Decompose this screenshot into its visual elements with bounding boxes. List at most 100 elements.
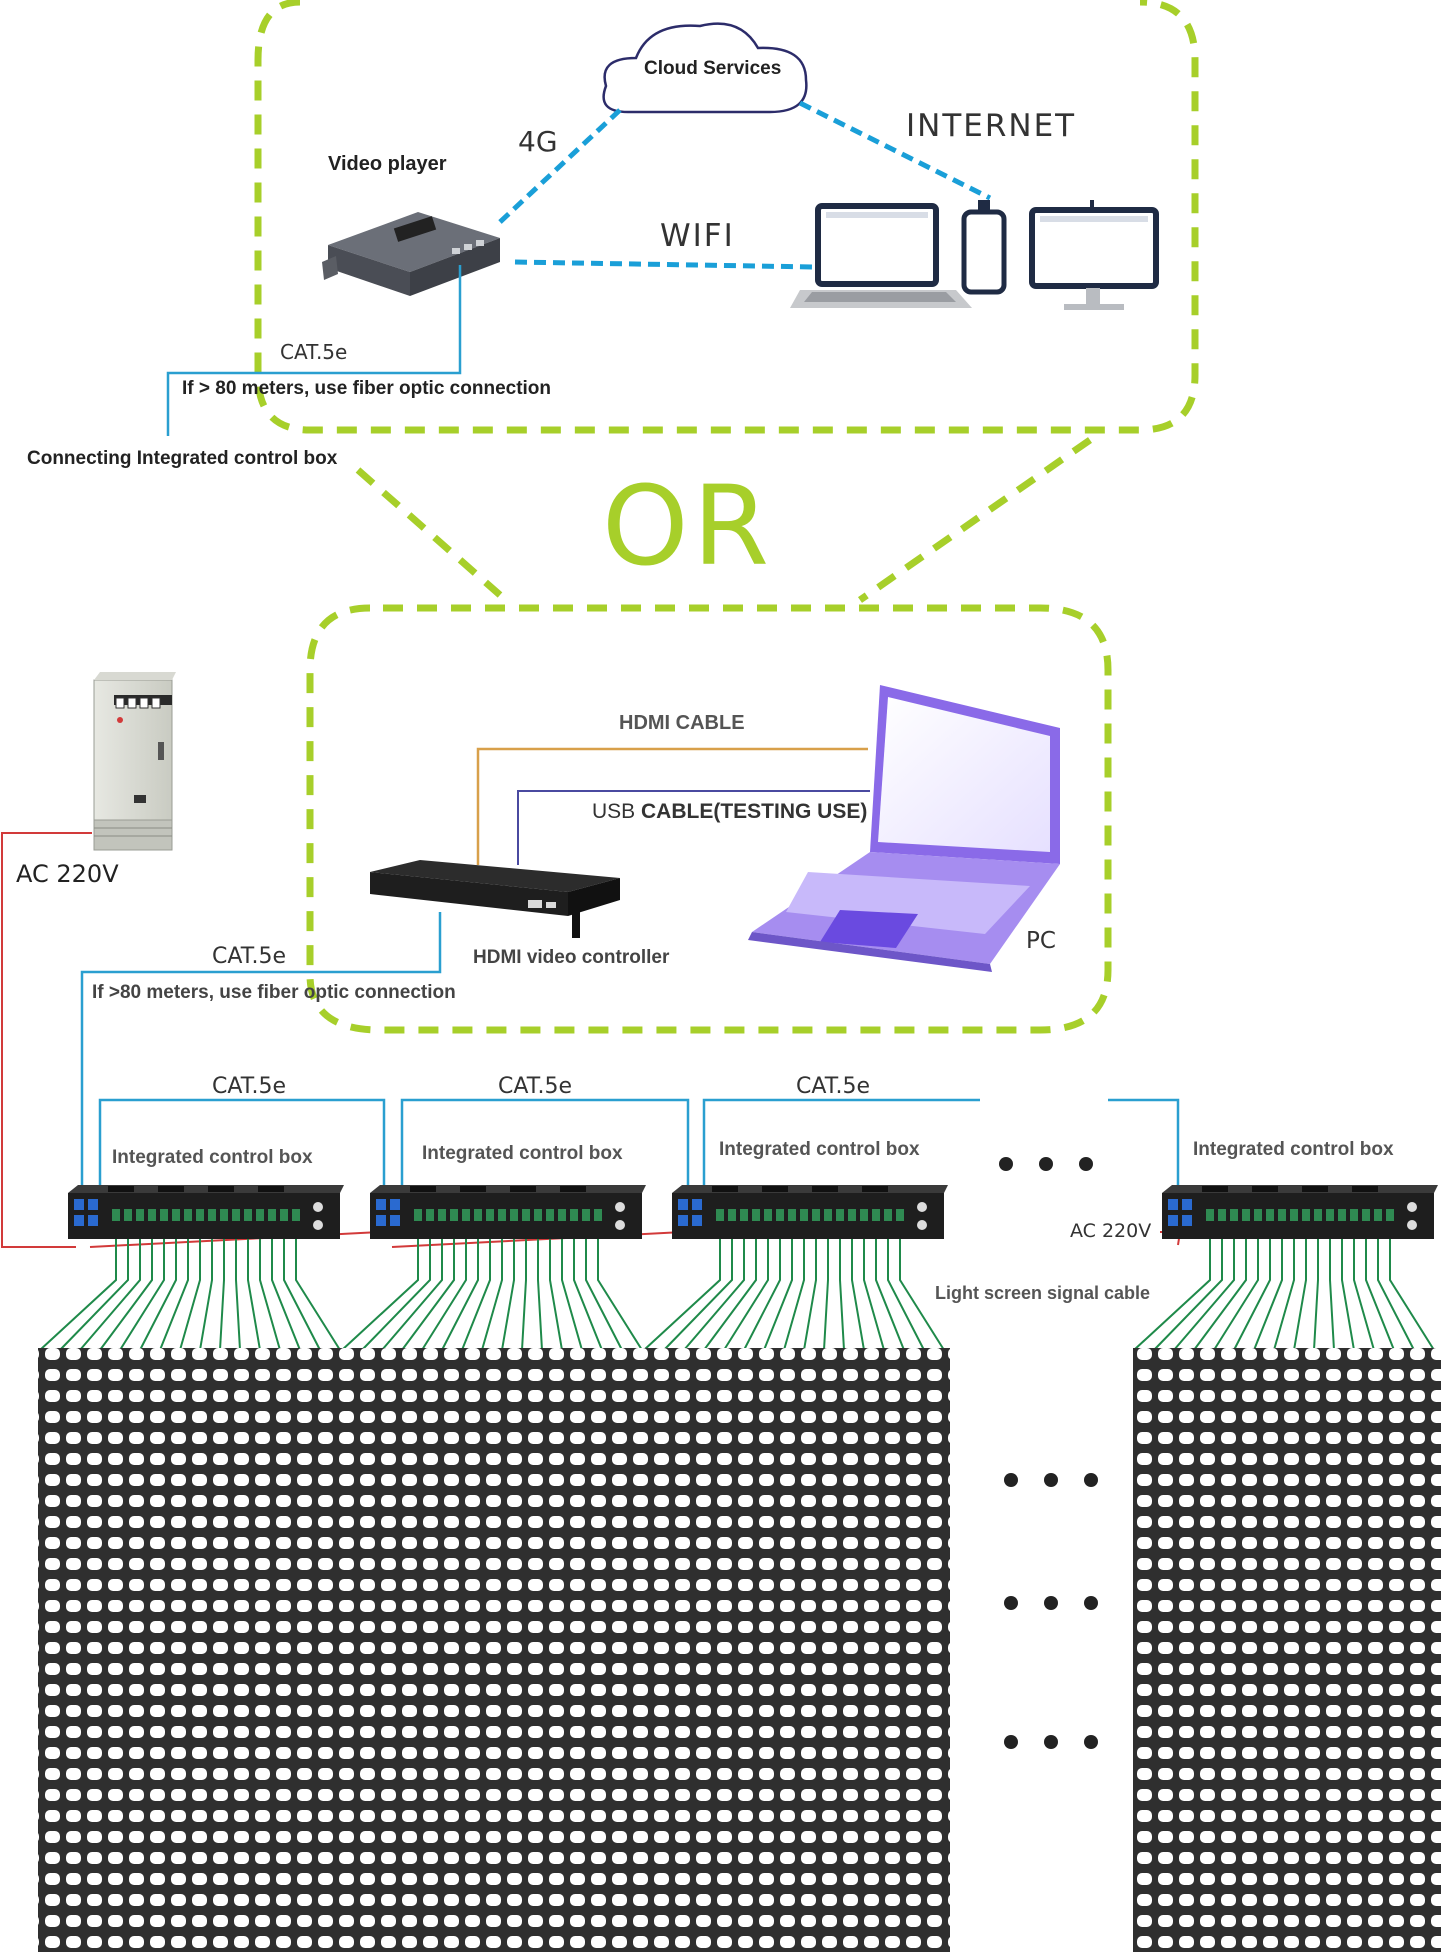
top-region-outline: [254, 0, 1199, 434]
usb-cable-label: USB CABLE(TESTING USE): [592, 800, 867, 824]
signal-cable: [159, 1239, 189, 1351]
signal-cable: [851, 1239, 865, 1351]
ac-label: AC 220V: [16, 860, 119, 888]
control-box-label: Integrated control box: [719, 1139, 920, 1160]
signal-cable: [139, 1239, 177, 1351]
signal-cable: [1341, 1239, 1355, 1351]
ac-power-line: [1, 832, 92, 1248]
signal-cable: [1233, 1239, 1271, 1351]
signal-cable: [199, 1239, 213, 1351]
chain-cables: [98, 1098, 1180, 1186]
signal-cable: [899, 1239, 945, 1351]
cloud-icon: [602, 22, 808, 114]
top-cat5e-label: CAT.5e: [280, 340, 348, 364]
signal-cable: [573, 1239, 603, 1351]
signal-cable: [783, 1239, 805, 1351]
signal-cable: [401, 1239, 455, 1351]
signal-cable: [1213, 1239, 1259, 1351]
control-box-icon: [68, 1185, 344, 1239]
signal-cable: [1389, 1239, 1435, 1351]
chain-cat5e-label: CAT.5e: [212, 1074, 287, 1099]
signal-cable: [247, 1239, 261, 1351]
hdmi-cable: [476, 747, 868, 865]
link-wifi: [514, 259, 816, 270]
signal-cable: [683, 1239, 745, 1351]
signal-cable: [1193, 1239, 1247, 1351]
signal-cable: [537, 1239, 543, 1351]
signal-cable: [1313, 1239, 1319, 1351]
signal-cable: [703, 1239, 757, 1351]
link-4g: [498, 108, 622, 224]
control-box-label: Integrated control box: [1193, 1139, 1394, 1160]
control-box-icon: [672, 1185, 948, 1239]
signal-cable: [271, 1239, 301, 1351]
link-internet: [798, 100, 992, 201]
signal-cable: [723, 1239, 769, 1351]
led-mesh-panel: [1133, 1348, 1441, 1952]
top-cat5e-cable: [166, 265, 462, 436]
chain-cat5e-label: CAT.5e: [498, 1074, 573, 1099]
signal-cable: [549, 1239, 563, 1351]
middle-region-outline: [306, 604, 1112, 1034]
hdmi-controller-icon: [370, 860, 620, 938]
signal-cable: [561, 1239, 583, 1351]
control-boxes: [68, 1185, 1438, 1239]
signal-cable: [1353, 1239, 1375, 1351]
signal-cable: [763, 1239, 793, 1351]
signal-cable: [79, 1239, 141, 1351]
mid-cat5e-cable: [80, 912, 442, 1186]
signal-cable: [1173, 1239, 1235, 1351]
pc-laptop-icon: [748, 685, 1060, 972]
or-label: OR: [602, 462, 774, 590]
video-player-icon: [322, 212, 500, 296]
signal-cable: [1365, 1239, 1395, 1351]
video-player-label: Video player: [328, 153, 447, 175]
signal-cable: [441, 1239, 479, 1351]
signal-cable: [521, 1239, 527, 1351]
signal-cable-label: Light screen signal cable: [935, 1283, 1151, 1303]
usb-label-bold: CABLE(TESTING USE): [641, 800, 868, 823]
signal-cable: [259, 1239, 281, 1351]
signal-cable: [597, 1239, 643, 1351]
electrical-cabinet-icon: [93, 672, 176, 851]
monitor-icon: [1029, 200, 1159, 310]
signal-cable: [501, 1239, 515, 1351]
pc-label: PC: [1026, 928, 1056, 954]
signal-cable: [823, 1239, 829, 1351]
hdmi-controller-label: HDMI video controller: [473, 947, 670, 968]
usb-cable: [517, 790, 870, 865]
control-box-label: Integrated control box: [422, 1143, 623, 1164]
led-mesh-panel: [38, 1348, 950, 1952]
signal-cable: [1133, 1239, 1211, 1351]
signal-cable: [643, 1239, 721, 1351]
or-connector-right: [858, 437, 1092, 603]
or-connector-left: [355, 467, 503, 598]
signal-cable: [1273, 1239, 1295, 1351]
signal-cable: [59, 1239, 129, 1351]
chain-cat5e-label: CAT.5e: [796, 1074, 871, 1099]
phone-icon: [961, 200, 1007, 295]
control-box-icon: [1162, 1185, 1438, 1239]
signal-cable: [179, 1239, 201, 1351]
signal-cable: [839, 1239, 845, 1351]
control-box-label: Integrated control box: [112, 1147, 313, 1168]
control-box-icon: [370, 1185, 646, 1239]
signal-cable: [803, 1239, 817, 1351]
internet-label: INTERNET: [906, 108, 1077, 144]
signal-cable: [283, 1239, 321, 1351]
signal-cable: [341, 1239, 419, 1351]
mid-cat5e-label: CAT.5e: [212, 944, 287, 969]
led-mesh-panels: [38, 1348, 1441, 1952]
signal-cable: [119, 1239, 165, 1351]
signal-cable: [421, 1239, 467, 1351]
signal-cable: [1377, 1239, 1415, 1351]
signal-cable: [1253, 1239, 1283, 1351]
signal-cable: [219, 1239, 225, 1351]
signal-cable: [39, 1239, 117, 1351]
signal-cable: [1153, 1239, 1223, 1351]
signal-cable: [585, 1239, 623, 1351]
signal-cable: [461, 1239, 491, 1351]
laptop-icon: [790, 203, 972, 308]
